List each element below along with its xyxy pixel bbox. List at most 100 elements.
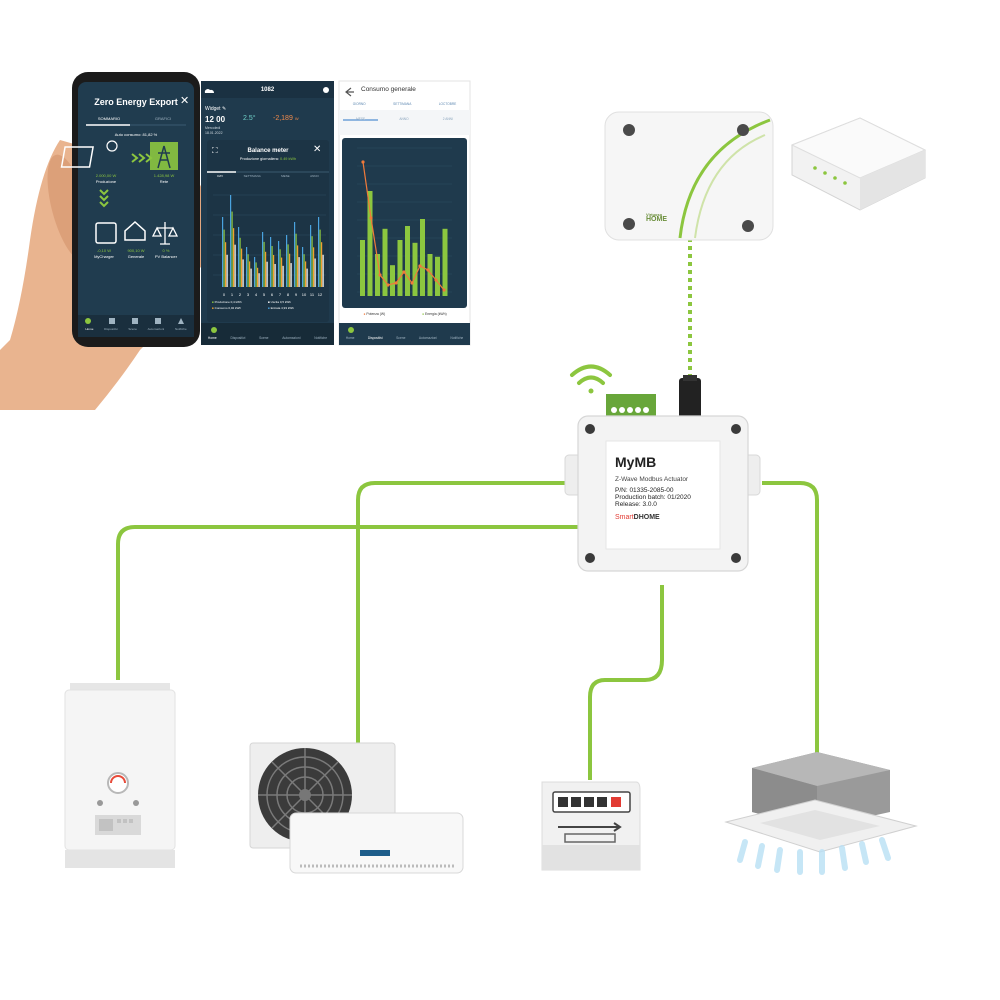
nav-item-scene[interactable]: Scene: [128, 327, 137, 331]
screw-icon: [731, 553, 741, 563]
screw-icon: [585, 424, 595, 434]
chart-bar: [442, 228, 448, 296]
bell-nav-icon: [178, 318, 184, 324]
nav-item-scene[interactable]: Scene: [259, 336, 269, 340]
chart-bar: [360, 240, 365, 296]
nav-item-scene[interactable]: Scene: [396, 336, 406, 340]
nav-item-home[interactable]: Home: [207, 336, 217, 340]
x-tick-label: 0: [223, 292, 226, 297]
chart-bar: [295, 233, 297, 287]
x-tick-label: 4: [255, 292, 258, 297]
chart-bar: [397, 240, 403, 296]
nav-item-home[interactable]: Home: [85, 327, 94, 331]
chart-bar: [290, 263, 292, 287]
tab-giorno[interactable]: GIORNO: [352, 102, 366, 106]
close-icon[interactable]: ✕: [313, 144, 322, 155]
tab-settimana[interactable]: SETTIMANA: [393, 102, 412, 106]
tab-anno[interactable]: ANNO: [399, 117, 409, 121]
chart-bar: [313, 247, 315, 287]
item-label: PV Balancer: [154, 254, 178, 259]
tab-sommario[interactable]: SOMMARIO: [97, 116, 121, 121]
chart-bar: [239, 237, 241, 287]
temperature: 2.5°: [243, 115, 256, 122]
chart-bar: [242, 259, 244, 287]
screw-icon: [623, 124, 635, 136]
nav-item-notifiche[interactable]: Notifiche: [450, 336, 464, 340]
nav-item-dispositivi[interactable]: Dispositivi: [104, 327, 118, 331]
chart-bar: [375, 254, 380, 296]
chart-bar: [233, 228, 235, 287]
tab-mese[interactable]: MESE: [281, 174, 290, 178]
nav-item-notifiche[interactable]: Notifiche: [314, 336, 328, 340]
chart-bar: [427, 254, 433, 296]
mymb-release: Release: 3.0.0: [615, 501, 657, 508]
chart-bar: [266, 261, 268, 287]
screen3-header-title: Consumo generale: [361, 86, 416, 93]
nav-item-dispositivi[interactable]: Dispositivi: [230, 336, 246, 340]
legend-item: ● Potenza (W): [363, 312, 386, 316]
legend-item: ■ Entrata 4,93 kWh: [268, 306, 294, 310]
chart-bar: [287, 244, 289, 287]
solar-panel-icon: [60, 146, 94, 168]
nav-item-automazioni[interactable]: Automazioni: [418, 336, 438, 340]
chart-bar: [222, 217, 224, 287]
energy-meter-device: [541, 781, 641, 871]
tab-2-anni[interactable]: 2 ANNI: [442, 117, 453, 121]
x-tick-label: 9: [295, 292, 298, 297]
balance-legend: ■ Produzione 0,4 kWh ■ Uscita 0,5 kWh ■ …: [212, 300, 324, 310]
tab-anno[interactable]: ANNO: [310, 174, 319, 178]
chart-bar: [231, 211, 233, 287]
grid-label: Rete: [159, 179, 169, 184]
network-switch-icon: [790, 117, 927, 211]
chart-bar: [234, 244, 236, 287]
air-conditioner-device: [249, 742, 464, 874]
screw-icon: [623, 218, 635, 230]
close-icon[interactable]: ✕: [180, 95, 190, 107]
expand-icon[interactable]: ⛶: [212, 146, 218, 155]
power-pylon-icon: [157, 145, 171, 169]
chart-bar: [223, 229, 225, 287]
tab-grafici[interactable]: GRAFICI: [154, 116, 172, 121]
tab-mese[interactable]: MESE: [356, 117, 366, 121]
gateway-logo: Virtuoso HOME: [646, 212, 667, 223]
tab-loctobre[interactable]: LOCTOBRE: [438, 102, 457, 106]
production-value: 2.000,00 W: [95, 173, 117, 178]
screen3-tabs-row1: GIORNO SETTIMANA LOCTOBRE: [339, 102, 470, 106]
chart-bar: [238, 227, 240, 287]
home-nav-icon: [348, 327, 354, 333]
line-point: [418, 264, 422, 268]
chart-bar: [302, 247, 304, 287]
chart-bar: [297, 245, 299, 287]
gateway-device: [604, 111, 774, 241]
phone-title: Zero Energy Export: [94, 97, 178, 107]
balance-scale-icon: [151, 222, 179, 245]
settings-icon: [323, 87, 329, 93]
nav-item-notifiche[interactable]: Notifiche: [174, 327, 187, 331]
screen2-bottom-nav: Home Dispositivi Scene Automazioni Notif…: [201, 336, 334, 340]
chart-bar: [322, 254, 324, 287]
consumption-combo-chart: [357, 147, 452, 296]
screen2-header-title: 1082: [260, 87, 275, 93]
screen3-legend: ● Potenza (W) ● Energia (kWh): [345, 312, 465, 316]
nav-item-dispositivi[interactable]: Dispositivi: [367, 336, 383, 340]
line-point: [442, 288, 446, 292]
x-tick-label: 11: [310, 292, 315, 297]
tab-settimana[interactable]: SETTIMANA: [243, 174, 261, 178]
pencil-icon[interactable]: ✎: [221, 106, 227, 112]
chart-bar: [263, 241, 265, 287]
nav-item-home[interactable]: Home: [345, 336, 355, 340]
screw-icon: [585, 553, 595, 563]
screw-icon: [731, 424, 741, 434]
item-label: Generale: [127, 254, 145, 259]
nav-item-automazioni[interactable]: Automazioni: [282, 336, 301, 340]
nav-item-automazioni[interactable]: Automazioni: [147, 327, 165, 331]
chart-bar: [278, 241, 280, 287]
x-tick-label: 5: [263, 292, 266, 297]
home-nav-icon: [211, 327, 217, 333]
tab-day[interactable]: DAY: [217, 174, 224, 178]
chart-bar: [286, 235, 288, 287]
line-point: [369, 216, 373, 220]
chart-bar: [274, 264, 276, 287]
line-point: [426, 268, 430, 272]
